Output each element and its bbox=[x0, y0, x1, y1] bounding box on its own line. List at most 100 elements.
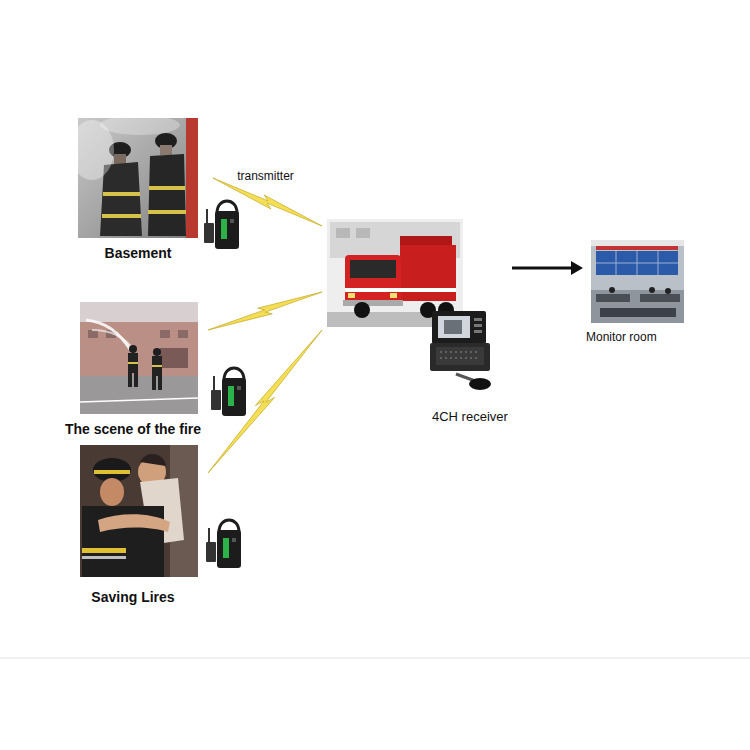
fire-truck-photo bbox=[400, 236, 452, 246]
rescue-photo bbox=[100, 478, 124, 506]
receiver-case bbox=[440, 358, 480, 359]
fire-scene-photo bbox=[128, 362, 138, 364]
monitor-room-photo bbox=[665, 288, 671, 294]
fire-truck-photo bbox=[336, 228, 350, 238]
monitor-room-photo bbox=[596, 294, 630, 302]
fire-truck-photo bbox=[354, 302, 370, 318]
fire-scene-photo bbox=[160, 330, 170, 338]
monitor-room-photo bbox=[649, 287, 655, 293]
receiver-case bbox=[474, 330, 482, 333]
fire-scene-photo bbox=[152, 376, 156, 390]
monitor-room-photo bbox=[596, 251, 678, 275]
rescue-photo bbox=[94, 470, 130, 474]
basement-photo bbox=[70, 115, 198, 238]
fire-scene-photo bbox=[178, 330, 188, 338]
receiver-case bbox=[444, 320, 462, 334]
rescue-photo bbox=[82, 556, 126, 559]
rescue-photo bbox=[80, 445, 198, 577]
basement-photo bbox=[148, 154, 186, 236]
lightning-bolt bbox=[208, 330, 322, 473]
fire-truck-photo bbox=[400, 245, 456, 301]
fire-truck-photo bbox=[356, 228, 370, 238]
fire-truck-photo bbox=[390, 293, 397, 298]
photo-node: The scene of the fire bbox=[58, 300, 208, 440]
receiver-case bbox=[474, 324, 482, 327]
rescue-photo bbox=[82, 548, 126, 553]
receiver-case bbox=[432, 311, 486, 344]
node-label: Saving Lires bbox=[91, 589, 174, 606]
fire-scene-photo bbox=[129, 345, 137, 353]
receiver-case bbox=[438, 316, 470, 338]
fire-truck-photo bbox=[327, 219, 463, 327]
rescue-photo bbox=[80, 445, 198, 577]
arrow-link bbox=[512, 261, 583, 275]
lightning-bolt bbox=[208, 292, 322, 330]
rescue-photo bbox=[140, 454, 166, 466]
fire-scene-photo bbox=[160, 348, 188, 368]
arrow-shaft bbox=[512, 267, 572, 270]
fire-scene-photo bbox=[152, 356, 162, 376]
monitor-room-photo bbox=[591, 240, 684, 323]
fire-scene-photo bbox=[153, 348, 161, 356]
monitor-room-photo bbox=[609, 287, 615, 293]
receiver-case bbox=[474, 318, 482, 321]
fire-truck-photo bbox=[345, 255, 401, 305]
receiver-case bbox=[469, 378, 491, 390]
basement-photo bbox=[149, 186, 185, 190]
fire-truck-photo bbox=[343, 300, 403, 306]
illustration bbox=[211, 368, 246, 416]
basement-photo bbox=[186, 118, 198, 238]
fire-scene-photo bbox=[158, 376, 162, 390]
fire-scene-photo bbox=[152, 365, 162, 367]
monitor-node: Monitor room bbox=[583, 238, 688, 346]
basement-photo bbox=[160, 145, 172, 155]
divider-line bbox=[0, 658, 750, 659]
basement-photo bbox=[100, 115, 180, 135]
fire-scene-photo bbox=[80, 322, 198, 376]
monitor-room-photo bbox=[600, 308, 676, 317]
edge-label: transmitter bbox=[235, 169, 296, 183]
receiver-case bbox=[430, 343, 490, 371]
fire-scene-photo bbox=[80, 302, 198, 414]
monitor-room-photo bbox=[640, 294, 680, 302]
lightning-link bbox=[208, 330, 322, 473]
fire-scene-photo bbox=[80, 302, 198, 414]
lightning-link bbox=[208, 292, 322, 330]
node-label: Basement bbox=[105, 245, 172, 262]
basement-photo bbox=[102, 214, 141, 218]
node-label: The scene of the fire bbox=[65, 421, 201, 438]
monitor-room-photo bbox=[591, 240, 684, 323]
node-label: 4CH receiver bbox=[432, 408, 508, 425]
receiver-node: 4CH receiver bbox=[322, 216, 512, 428]
monitor-room-photo bbox=[591, 290, 684, 323]
basement-photo bbox=[100, 162, 142, 236]
fire-scene-photo bbox=[88, 330, 98, 338]
receiver-case bbox=[430, 311, 491, 390]
fire-scene-photo bbox=[134, 373, 138, 387]
fire-truck-photo bbox=[348, 293, 355, 298]
fire-truck-photo bbox=[350, 260, 396, 278]
arrow-head bbox=[571, 261, 583, 275]
rescue-photo bbox=[98, 514, 170, 532]
photo-node: Basement bbox=[63, 116, 213, 266]
fire-scene-photo bbox=[128, 373, 132, 387]
fire-truck-photo bbox=[345, 288, 456, 292]
fire-scene-photo bbox=[80, 398, 198, 402]
monitor-room-photo bbox=[596, 263, 678, 264]
monitor-room-photo bbox=[591, 240, 684, 246]
photo-node: Saving Lires bbox=[58, 443, 208, 608]
lightning-link bbox=[213, 178, 322, 226]
fire-scene-photo bbox=[80, 376, 198, 414]
fire-scene-photo bbox=[128, 353, 138, 373]
lightning-bolt bbox=[213, 178, 322, 226]
receiver-case bbox=[436, 347, 484, 365]
monitor-room-photo bbox=[596, 246, 678, 250]
basement-photo bbox=[103, 192, 140, 196]
basement-photo bbox=[114, 154, 126, 164]
fire-scene-photo bbox=[92, 330, 134, 350]
fire-scene-photo bbox=[86, 320, 132, 352]
illustration bbox=[206, 520, 241, 568]
